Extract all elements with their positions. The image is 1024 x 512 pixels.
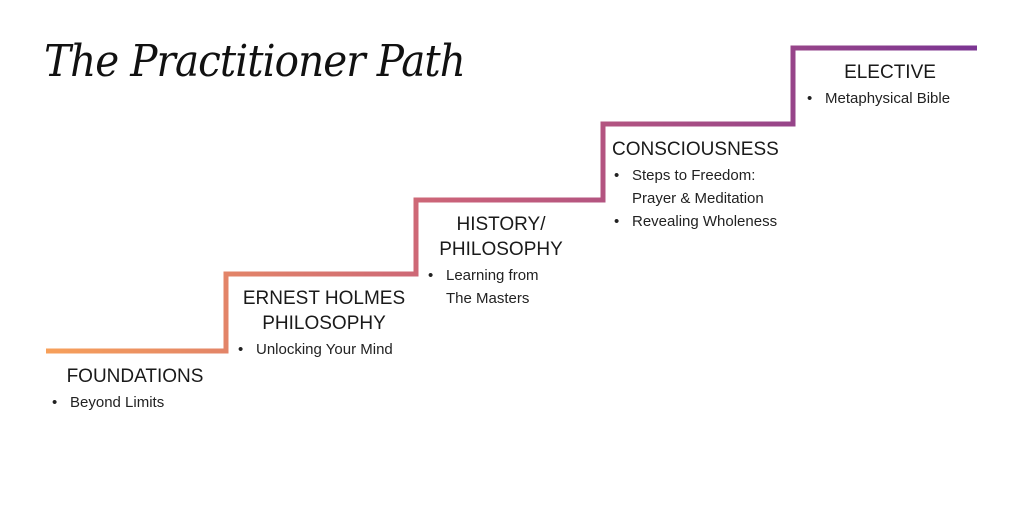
- step-item: Learning from The Masters: [426, 264, 566, 310]
- step-foundations: FOUNDATIONS Beyond Limits: [50, 364, 220, 414]
- step-heading: ERNEST HOLMES: [242, 288, 406, 309]
- step-item: Beyond Limits: [50, 391, 220, 414]
- step-consciousness: CONSCIOUSNESS Steps to Freedom: Prayer &…: [612, 137, 802, 233]
- step-item: Steps to Freedom: Prayer & Meditation: [612, 164, 797, 210]
- step-heading: PHILOSOPHY: [262, 313, 386, 334]
- step-history: HISTORY/ PHILOSOPHY Learning from The Ma…: [426, 212, 586, 310]
- step-heading: ELECTIVE: [844, 62, 936, 83]
- step-heading: HISTORY/: [456, 214, 546, 235]
- step-elective: ELECTIVE Metaphysical Bible: [805, 60, 985, 110]
- step-ernest-holmes: ERNEST HOLMES PHILOSOPHY Unlocking Your …: [236, 286, 416, 361]
- step-item: Metaphysical Bible: [805, 87, 985, 110]
- staircase-line: [46, 45, 977, 354]
- step-heading: PHILOSOPHY: [439, 239, 563, 260]
- page-title: The Practitioner Path: [44, 36, 466, 87]
- step-item: Revealing Wholeness: [612, 210, 797, 233]
- step-heading: CONSCIOUSNESS: [612, 139, 779, 160]
- step-heading: FOUNDATIONS: [66, 366, 204, 387]
- step-item: Unlocking Your Mind: [236, 338, 416, 361]
